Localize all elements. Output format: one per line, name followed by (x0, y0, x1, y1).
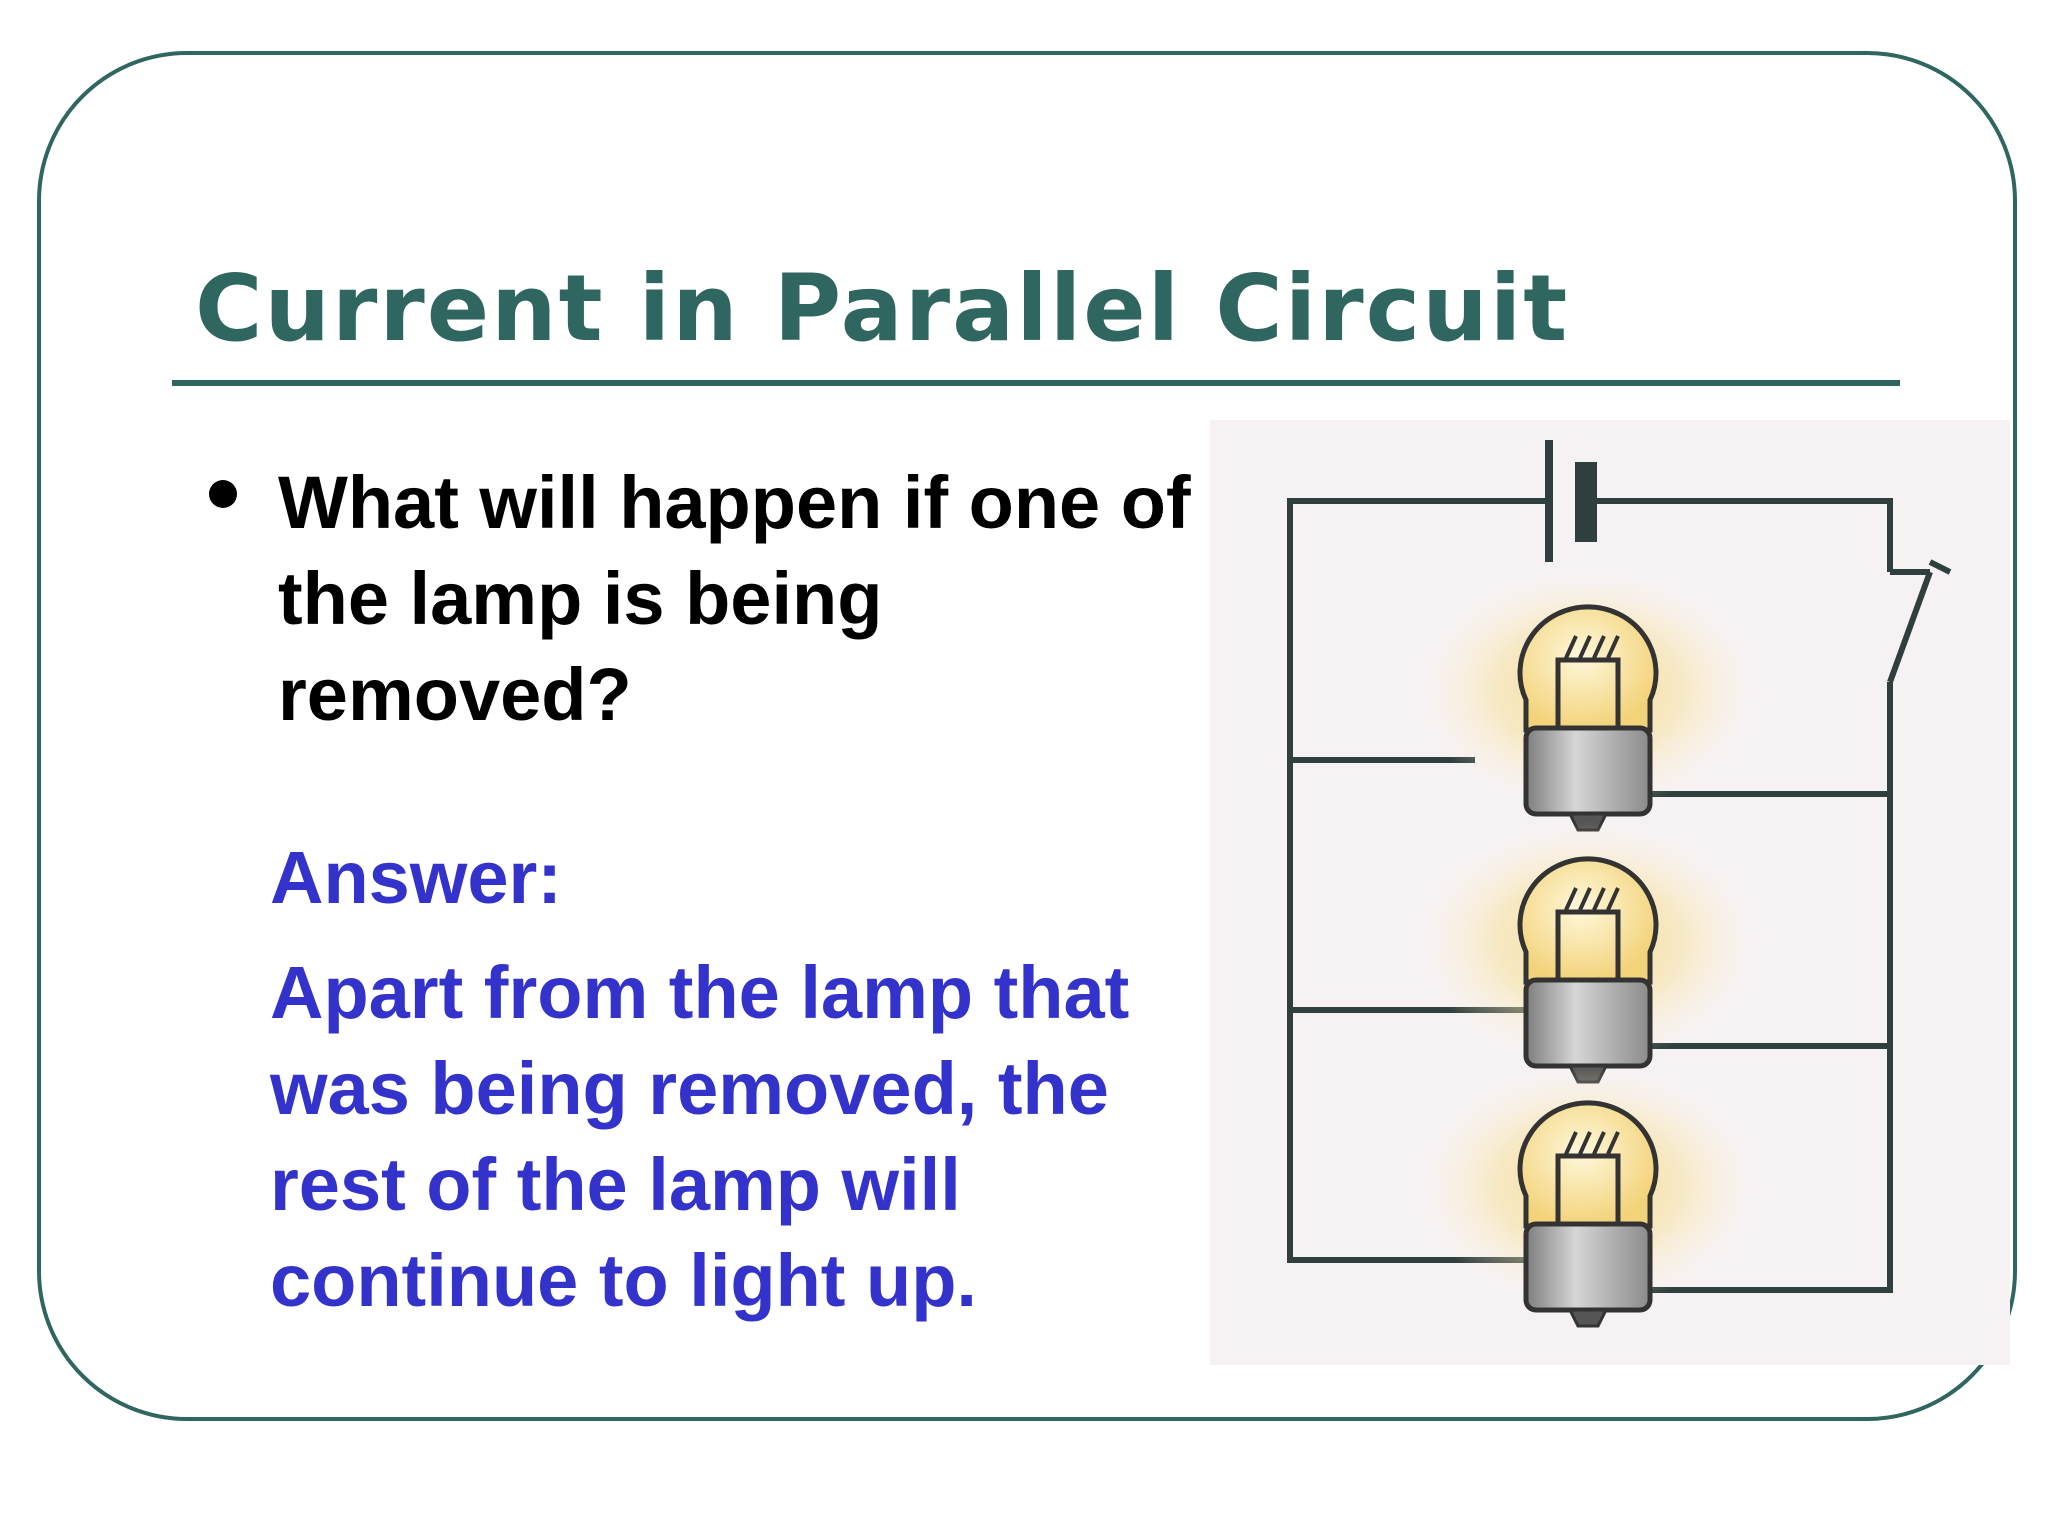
battery-icon (1545, 440, 1597, 562)
answer-label: Answer: (270, 836, 562, 919)
switch-icon (1887, 559, 1952, 684)
slide-title: Current in Parallel Circuit (195, 255, 1570, 362)
slide-frame (37, 51, 2017, 1421)
title-divider (172, 380, 1900, 386)
bullet-icon (209, 480, 237, 508)
answer-text: Apart from the lamp that was being remov… (270, 951, 1130, 1322)
question-text: What will happen if one of the lamp is b… (278, 461, 1191, 736)
parallel-circuit-diagram (1210, 420, 2010, 1365)
